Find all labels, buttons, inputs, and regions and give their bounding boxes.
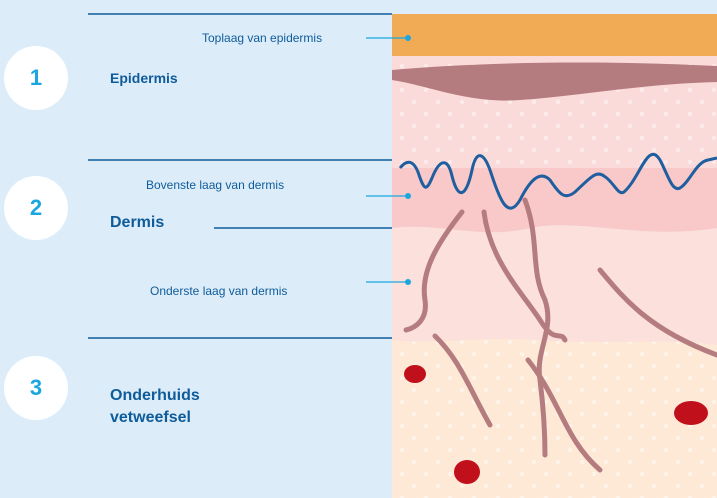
upper-dermis-layer xyxy=(392,160,717,232)
layer-number-3: 3 xyxy=(4,356,68,420)
dermis-title: Dermis xyxy=(110,214,164,232)
subcutaneous-title: Onderhuids vetweefsel xyxy=(110,385,200,429)
callout-top-epidermis: Toplaag van epidermis xyxy=(202,31,322,45)
subcutaneous-title-line1: Onderhuids xyxy=(110,385,200,407)
subcutaneous-title-line2: vetweefsel xyxy=(110,407,200,429)
callout-lower-dermis: Onderste laag van dermis xyxy=(150,284,287,298)
layer-number-2: 2 xyxy=(4,176,68,240)
epidermis-top-layer xyxy=(392,14,717,56)
epidermis-title: Epidermis xyxy=(110,70,178,86)
callout-upper-dermis: Bovenste laag van dermis xyxy=(146,178,284,192)
layer-number-1: 1 xyxy=(4,46,68,110)
